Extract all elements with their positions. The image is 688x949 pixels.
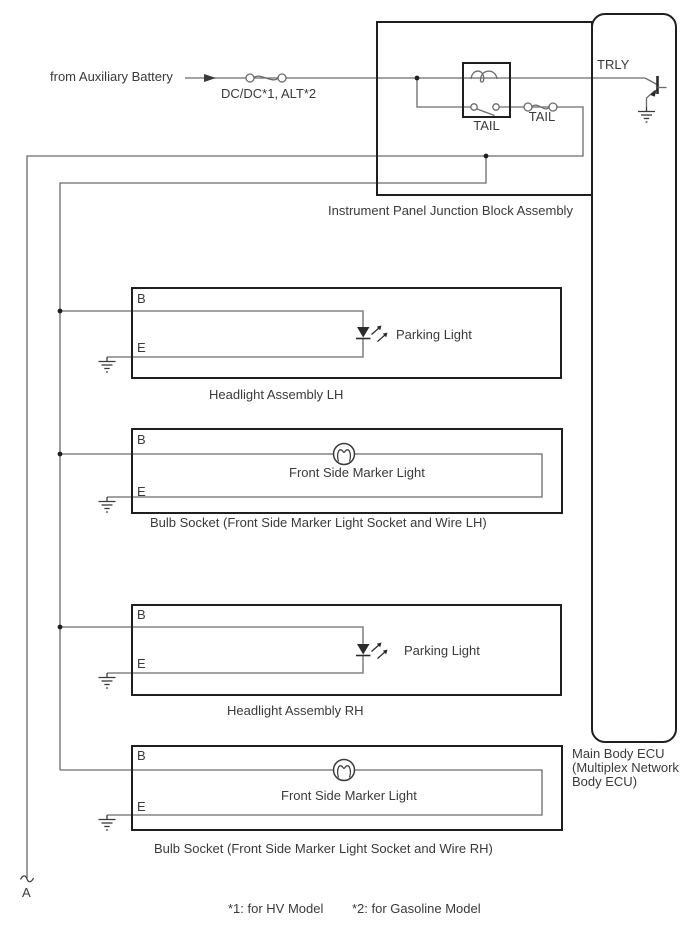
ecu-box (591, 13, 677, 743)
load-label-hl-rh: Parking Light (404, 643, 480, 658)
source-label: from Auxiliary Battery (50, 69, 173, 84)
flow-arrow-icon (204, 74, 216, 82)
load-label-bs-rh: Front Side Marker Light (281, 788, 417, 803)
bulb-socket-rh-box (131, 745, 563, 831)
terminal-b-label-bs-lh: B (137, 432, 146, 447)
ground-icon-bs-rh (97, 814, 117, 831)
trly-transistor-icon (637, 76, 667, 123)
component-label-bs-lh: Bulb Socket (Front Side Marker Light Soc… (150, 515, 487, 530)
connector-a-icon (19, 875, 35, 883)
ground-icon-hl-lh (97, 356, 117, 373)
marker-bulb-lh-icon (332, 442, 356, 466)
junction-block-label: Instrument Panel Junction Block Assembly (328, 203, 573, 218)
terminal-e-label-hl-rh: E (137, 656, 146, 671)
wire-branch-bus (59, 156, 487, 770)
tail-relay-label: TAIL (473, 118, 500, 133)
wire-bs-lh (60, 453, 543, 498)
component-label-bs-rh: Bulb Socket (Front Side Marker Light Soc… (154, 841, 493, 856)
bulb-socket-lh-box (131, 428, 563, 514)
wire-hl-rh-b (60, 626, 364, 644)
terminal-e-label-bs-rh: E (137, 799, 146, 814)
marker-bulb-rh-icon (332, 758, 356, 782)
wire-bs-rh (60, 769, 543, 816)
ecu-label: Main Body ECU (Multiplex Network Body EC… (572, 747, 679, 789)
tail-fuse-icon (523, 102, 558, 112)
headlight-rh-box (131, 604, 562, 696)
tail-fuse-label: TAIL (528, 109, 556, 124)
load-label-bs-lh: Front Side Marker Light (289, 465, 425, 480)
ecu-label-line1: Main Body ECU (572, 746, 665, 761)
trly-terminal-label: TRLY (597, 57, 630, 72)
wire-hl-lh-e (107, 338, 364, 358)
junction-block-box (376, 21, 593, 196)
ecu-label-line3: Body ECU) (572, 774, 638, 789)
parking-light-led-lh-icon (356, 325, 388, 342)
component-label-hl-rh: Headlight Assembly RH (227, 703, 364, 718)
relay-switch-blade (476, 108, 495, 117)
fusible-link-icon (245, 73, 287, 83)
terminal-b-label-hl-lh: B (137, 291, 146, 306)
terminal-b-label-hl-rh: B (137, 607, 146, 622)
junction-dots (57, 75, 489, 630)
relay-coil-icon (470, 70, 498, 83)
parking-light-led-rh-icon (356, 642, 388, 659)
headlight-lh-box (131, 287, 562, 379)
terminal-e-label-hl-lh: E (137, 340, 146, 355)
wire-hl-lh-b (60, 310, 364, 327)
terminal-b-label-bs-rh: B (137, 748, 146, 763)
terminal-e-label-bs-lh: E (137, 484, 146, 499)
load-label-hl-lh: Parking Light (396, 327, 472, 342)
fusible-link-label: DC/DC*1, ALT*2 (221, 86, 317, 101)
wire-relay-drop (416, 78, 471, 108)
connector-a-label: A (22, 885, 31, 900)
ground-icon-trly (637, 106, 656, 123)
ecu-label-line2: (Multiplex Network (572, 760, 679, 775)
footnote-2: *2: for Gasoline Model (352, 901, 481, 916)
wire-fuse-return (26, 106, 584, 878)
footnote-1: *1: for HV Model (228, 901, 324, 916)
component-label-hl-lh: Headlight Assembly LH (209, 387, 344, 402)
ground-icon-hl-rh (97, 672, 117, 689)
ground-icon-bs-lh (97, 496, 117, 513)
wire-hl-rh-e (107, 655, 364, 674)
tail-relay-icon (462, 62, 511, 118)
